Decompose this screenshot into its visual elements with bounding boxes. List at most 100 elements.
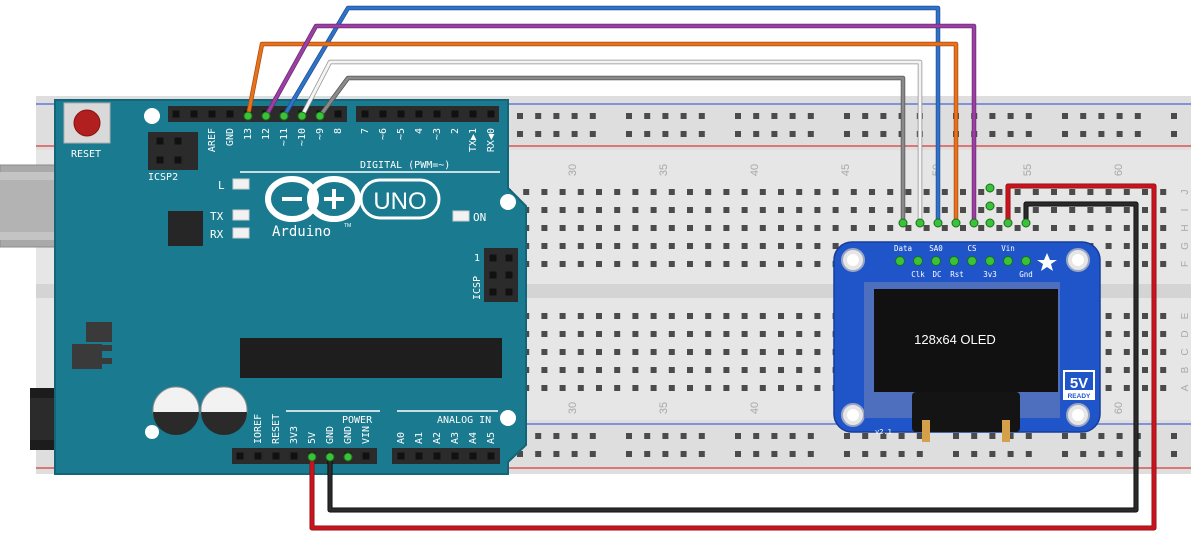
rail-hole — [571, 451, 578, 457]
breadboard-hole — [796, 189, 803, 195]
breadboard-hole — [723, 225, 730, 231]
pin-label-a3: A3 — [450, 432, 461, 444]
breadboard-hole — [1160, 349, 1167, 355]
header-pin — [397, 110, 405, 118]
breadboard-hole — [796, 225, 803, 231]
pin-label-13: 13 — [243, 128, 254, 140]
oled-pin-sa0-label: SA0 — [929, 244, 943, 253]
rail-hole — [735, 451, 741, 457]
rail-hole — [698, 113, 705, 119]
row-label-b: B — [1180, 366, 1191, 373]
oled-ribbon-tab — [922, 420, 930, 442]
breadboard-hole — [1105, 243, 1112, 249]
trademark-label: TM — [344, 223, 351, 229]
reset-button[interactable] — [63, 102, 111, 144]
breadboard-hole — [796, 313, 803, 319]
breadboard-hole — [778, 207, 784, 213]
oled-mount-hole-inner — [1072, 254, 1084, 266]
breadboard-hole — [541, 243, 548, 249]
breadboard-hole — [978, 225, 985, 231]
breadboard-hole — [996, 225, 1003, 231]
wire-blue-pin11-sa0[interactable] — [282, 6, 940, 225]
breadboard-hole — [869, 189, 875, 195]
breadboard-hole — [759, 261, 766, 267]
rail-hole — [1171, 131, 1177, 137]
breadboard-hole — [1123, 261, 1130, 267]
row-label-f: F — [1180, 261, 1191, 267]
pin-label-10: ~10 — [297, 128, 308, 146]
rail-hole — [626, 433, 632, 439]
breadboard-hole — [1160, 385, 1167, 391]
rail-hole — [989, 113, 996, 119]
breadboard-hole — [778, 367, 784, 373]
rail-hole — [771, 131, 778, 137]
breadboard-hole — [650, 313, 657, 319]
breadboard-hole — [1160, 313, 1167, 319]
col-label-40-bottom: 40 — [749, 402, 761, 414]
rail-hole — [1007, 131, 1014, 137]
rail-hole — [1171, 433, 1177, 439]
wire-gray-pin9-data[interactable] — [318, 76, 905, 225]
rail-hole — [789, 131, 796, 137]
wire-red-5v-vin[interactable] — [310, 184, 1156, 530]
breadboard-hole — [778, 313, 784, 319]
header-pin — [290, 452, 298, 460]
oled-pin — [931, 256, 941, 266]
wire-white-pin10-clk[interactable] — [300, 60, 922, 225]
breadboard-hole — [832, 243, 839, 249]
icsp-pin — [489, 254, 497, 262]
breadboard-hole — [778, 261, 784, 267]
breadboard-hole — [741, 261, 748, 267]
rail-hole — [862, 433, 869, 439]
breadboard-hole — [759, 189, 766, 195]
breadboard-hole — [614, 243, 621, 249]
breadboard-hole — [541, 189, 548, 195]
oled-pin — [967, 256, 977, 266]
breadboard-hole — [596, 207, 602, 213]
rail-hole — [916, 451, 923, 457]
breadboard-hole — [668, 225, 675, 231]
breadboard-hole — [1069, 225, 1076, 231]
breadboard-hole — [577, 367, 584, 373]
col-label-30-bottom: 30 — [567, 402, 579, 414]
rail-hole — [753, 131, 760, 137]
led-l — [232, 178, 250, 190]
breadboard-hole — [687, 331, 693, 337]
rail-hole — [553, 451, 560, 457]
breadboard-hole — [941, 207, 948, 213]
rail-hole — [753, 433, 760, 439]
breadboard-hole — [650, 189, 657, 195]
rail-hole — [589, 131, 596, 137]
breadboard-hole — [1160, 189, 1167, 195]
oled-ribbon-tab — [1002, 420, 1010, 442]
breadboard-hole — [650, 207, 657, 213]
rail-hole — [535, 131, 542, 137]
wire-endpoint-dot — [1021, 218, 1031, 228]
breadboard-hole — [687, 385, 693, 391]
icsp-pin — [489, 288, 497, 296]
voltage-regulator — [72, 322, 112, 369]
header-pin — [272, 452, 280, 460]
wire-endpoint-dot — [951, 218, 961, 228]
rail-hole — [844, 131, 850, 137]
breadboard-hole — [1014, 225, 1021, 231]
wire-black-gnd-gnd[interactable] — [328, 202, 1138, 512]
wire-orange-pin13-dc[interactable] — [246, 42, 958, 225]
capacitor-left — [152, 386, 200, 435]
breadboard-hole — [796, 261, 803, 267]
breadboard-hole — [632, 261, 639, 267]
breadboard-hole — [978, 207, 985, 213]
uno-label: UNO — [373, 188, 426, 215]
breadboard-hole — [1087, 225, 1094, 231]
pin-label-6: ~6 — [378, 128, 389, 140]
breadboard-hole — [741, 225, 748, 231]
icsp-label: ICSP — [472, 276, 483, 300]
breadboard-hole — [814, 243, 821, 249]
breadboard-hole — [814, 261, 821, 267]
rail-hole — [989, 131, 996, 137]
rail-hole — [1098, 433, 1105, 439]
breadboard-hole — [723, 385, 730, 391]
rail-hole — [662, 451, 669, 457]
wire-purple-pin12-rst[interactable] — [264, 24, 976, 225]
uno-badge — [359, 178, 441, 220]
